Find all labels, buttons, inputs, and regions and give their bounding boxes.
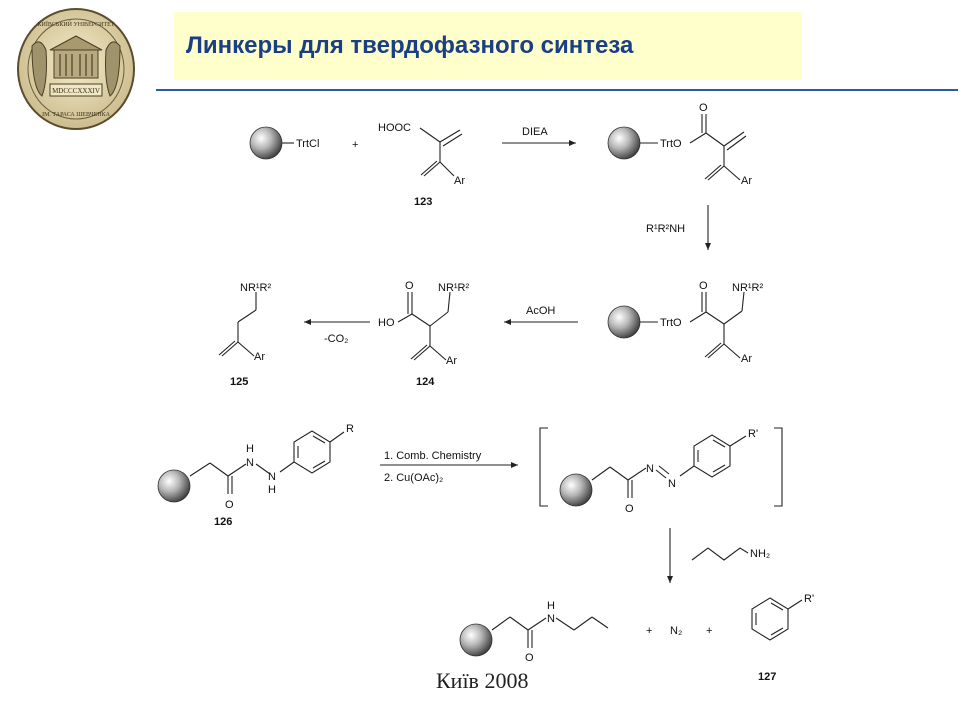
- carbonyl-o: O: [625, 503, 634, 515]
- azo-n: N: [646, 463, 654, 475]
- substituent-r: R: [346, 423, 354, 435]
- azo-n: N: [668, 478, 676, 490]
- ar-label: Ar: [446, 355, 457, 367]
- reagent-amine: R¹R²NH: [646, 223, 685, 235]
- link-trto: TrtO: [660, 317, 682, 329]
- substituent-r-prime: R': [748, 428, 758, 440]
- compound-127: 127: [758, 671, 776, 683]
- amine-nh2-label: NH₂: [750, 548, 770, 560]
- ar-label: Ar: [454, 175, 465, 187]
- logo-motto-bottom: ІМ. ТАРАСА ШЕВЧЕНКА: [42, 112, 110, 118]
- hydrazide-h: H: [246, 443, 254, 455]
- arrow-label-diea: DIEA: [522, 126, 548, 138]
- title-banner: Линкеры для твердофазного синтеза: [174, 12, 802, 80]
- arrow-label-acoh: AcOH: [526, 305, 555, 317]
- carbonyl-o: O: [525, 652, 534, 664]
- ar-label: Ar: [254, 351, 265, 363]
- ar-label: Ar: [741, 175, 752, 187]
- arrow-label-co2: -CO₂: [324, 333, 348, 345]
- carbonyl-o: O: [699, 102, 708, 114]
- resin-bead-icon: [459, 623, 493, 657]
- amide-h: H: [547, 600, 555, 612]
- amine-label: NR¹R²: [438, 282, 469, 294]
- compound-124: 124: [416, 376, 435, 388]
- resin-bead-icon: [157, 469, 191, 503]
- compound-123: 123: [414, 196, 432, 208]
- carbonyl-o: O: [225, 499, 234, 511]
- resin-bead-icon: [607, 126, 641, 160]
- resin-bead-icon: [607, 305, 641, 339]
- amine-label: NR¹R²: [240, 282, 271, 294]
- hydrazide-n: N: [246, 457, 254, 469]
- plus-sign: +: [352, 139, 358, 151]
- substituent-r-prime: R': [804, 593, 814, 605]
- page-title: Линкеры для твердофазного синтеза: [186, 32, 634, 59]
- plus-sign: +: [646, 625, 652, 637]
- hydroxyl-label: HO: [378, 317, 395, 329]
- ar-label: Ar: [741, 353, 752, 365]
- plus-sign: +: [706, 625, 712, 637]
- amide-n: N: [547, 613, 555, 625]
- title-divider: [156, 89, 958, 91]
- link-trto: TrtO: [660, 138, 682, 150]
- compound-126: 126: [214, 516, 232, 528]
- compound-125: 125: [230, 376, 248, 388]
- logo-motto-top: КИЇВСЬКИЙ УНІВЕРСИТЕТ: [38, 20, 115, 28]
- resin-bead-icon: [559, 473, 593, 507]
- reagent-trtcl: TrtCl: [296, 138, 319, 150]
- carbonyl-o: O: [699, 280, 708, 292]
- university-logo: MDCCCXXXIV КИЇВСЬКИЙ УНІВЕРСИТЕТ ІМ. ТАР…: [17, 8, 135, 130]
- acid-group-label: HOOC: [378, 122, 411, 134]
- arrow-label-step2: 2. Cu(OAc)₂: [384, 472, 443, 484]
- resin-bead-icon: [249, 126, 283, 160]
- carbonyl-o: O: [405, 280, 414, 292]
- footer-text: Київ 2008: [436, 668, 529, 693]
- arrow-label-step1: 1. Comb. Chemistry: [384, 450, 482, 462]
- nitrogen-gas: N₂: [670, 625, 682, 637]
- amine-label: NR¹R²: [732, 282, 763, 294]
- logo-year: MDCCCXXXIV: [52, 87, 100, 95]
- hydrazide-h: H: [268, 484, 276, 496]
- hydrazide-n: N: [268, 471, 276, 483]
